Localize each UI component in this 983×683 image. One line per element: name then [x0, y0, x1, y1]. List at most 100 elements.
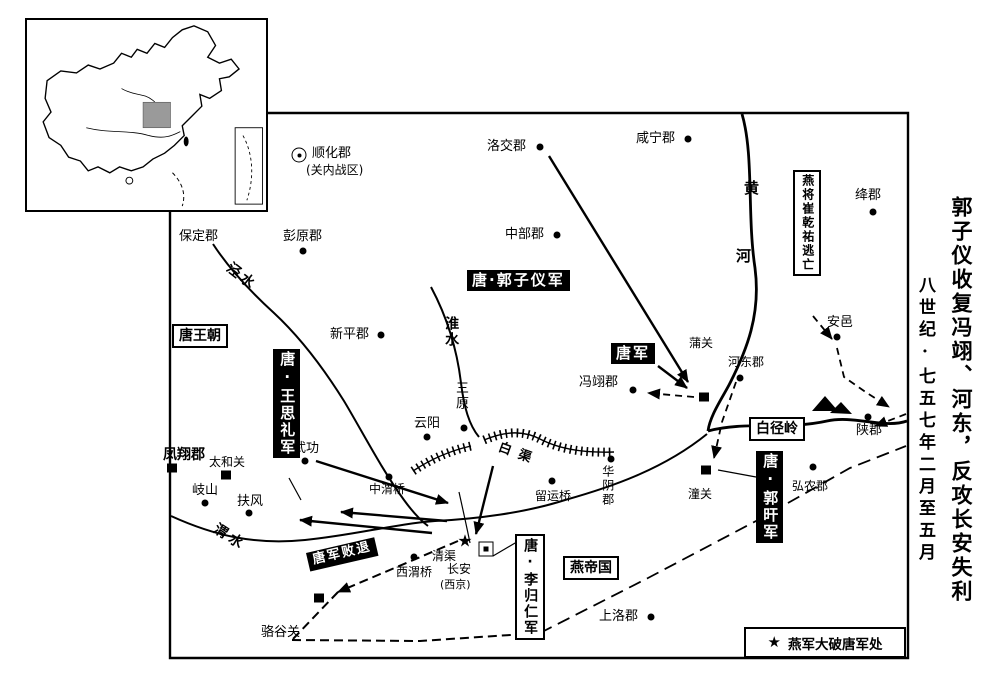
anyi-dot-marker: [833, 333, 841, 341]
yellow-river-north: [706, 113, 758, 432]
legend-label: 燕军大破唐军处: [787, 636, 883, 653]
shangluo-prefecture-dot-marker: [647, 613, 655, 621]
xianning-prefecture-dot-marker: [684, 135, 692, 143]
tang-east-advance: [315, 459, 449, 505]
jiang-prefecture-dot-marker: [869, 208, 877, 216]
zhongbu-prefecture-dot-marker: [553, 231, 561, 239]
fufeng: 扶风: [237, 494, 264, 509]
li-guiren-army-label: 唐·李归仁军: [515, 534, 546, 640]
yan-empire-region: 燕帝国: [563, 556, 619, 581]
retreat-to-luogu: [337, 540, 459, 593]
guo-gan-pointer: [717, 469, 757, 478]
fengyi-prefecture-dot-marker: [629, 386, 637, 394]
hongnong-prefecture: 弘农郡: [792, 479, 829, 493]
china-locator-inset: [25, 18, 268, 212]
wang-sili-pointer: [288, 477, 302, 501]
yellow-river-char-1: 黄: [744, 179, 760, 197]
yunyang: 云阳: [414, 416, 441, 431]
south-china-sea-inset-frame: [234, 127, 263, 205]
anyi: 安邑: [827, 315, 854, 330]
guo-gan-army-label: 唐·郭旰军: [756, 451, 784, 543]
zhongbu-prefecture: 中部郡: [505, 227, 545, 242]
baijing-ridge: 白径岭: [749, 417, 805, 442]
yunyang-dot-marker: [423, 433, 431, 441]
liuyun-bridge: 留运桥: [535, 489, 572, 503]
pu-pass: 蒲关: [689, 336, 714, 350]
huai-river-label: 淮水: [443, 316, 460, 348]
luo-river: [430, 286, 480, 438]
huayin-prefecture: 华阴郡: [600, 465, 615, 507]
pengyuan-prefecture: 彭原郡: [283, 229, 323, 244]
qingqu-stream: [458, 491, 471, 544]
shan-prefecture: 陕郡: [856, 423, 883, 438]
retreat-luogu-tail: [291, 591, 339, 641]
shangluo-prefecture: 上洛郡: [599, 609, 639, 624]
changan-label-capital-marker: [478, 541, 494, 557]
shunhua-prefecture-circled-dot-marker: [291, 147, 307, 163]
guannei-war-zone-note: (关内战区): [306, 163, 364, 177]
cui-escape-east: [836, 347, 890, 408]
jiang-prefecture: 绛郡: [855, 188, 882, 203]
hedong-to-tongguan: [711, 381, 737, 459]
wang-sili-army-label: 唐·王思礼军: [273, 349, 301, 458]
jing-river-label: 泾水: [223, 260, 260, 294]
cui-qianyou-escape-label: 燕将崔乾祐逃亡: [793, 170, 821, 276]
fengyi-advance: [647, 388, 695, 400]
retreat-west-upper: [340, 507, 448, 523]
china-outline: [42, 25, 241, 174]
luojiao-prefecture: 洛交郡: [487, 139, 527, 154]
shan-prefecture-dot-marker: [864, 413, 872, 421]
pu-pass-square-marker: [699, 392, 709, 402]
tang-dynasty-region: 唐王朝: [172, 324, 228, 349]
liuyun-bridge-dot-marker: [548, 477, 556, 485]
legend-box: ★ 燕军大破唐军处: [744, 627, 906, 658]
attack-toward-changan: [473, 465, 495, 535]
south-china-sea-inset-dash: [242, 135, 253, 201]
tang-retreat-label: 唐军败退: [306, 537, 379, 572]
middle-wei-bridge: 中渭桥: [369, 482, 406, 496]
xinping-prefecture-dot-marker: [377, 331, 385, 339]
bai-canal-east: [483, 432, 615, 453]
shunhua-prefecture: 顺化郡: [312, 146, 352, 161]
map-date: 八世纪·七五七年二月至五月: [915, 276, 935, 565]
qishan-dot-marker: [201, 499, 209, 507]
map-title: 郭子仪收复冯翊、河东，反攻长安失利: [949, 196, 974, 604]
qingqu-site: 清渠: [432, 549, 457, 563]
tong-pass-square-marker: [701, 465, 711, 475]
taihe-pass-square-marker: [221, 470, 231, 480]
sanyuan-dot-marker: [460, 424, 468, 432]
wugong-dot-marker: [301, 457, 309, 465]
tang-army-advance: [657, 365, 688, 389]
hongnong-prefecture-dot-marker: [809, 463, 817, 471]
taihe-pass: 太和关: [209, 455, 246, 469]
cui-escape-to-anyi: [812, 315, 833, 340]
bai-canal-label: 白渠: [496, 440, 541, 469]
yellow-river-char-2: 河: [736, 247, 752, 265]
tang-army-label: 唐军: [611, 343, 656, 365]
hainan-island: [125, 176, 134, 185]
shan-approach: [874, 413, 907, 427]
west-wei-bridge-dot-marker: [410, 553, 418, 561]
south-china-sea-dash-line: [172, 172, 185, 207]
luogu-pass-square-marker: [314, 593, 324, 603]
retreat-west-lower: [299, 515, 433, 535]
fengxiang-prefecture-square-marker: [167, 463, 177, 473]
pengyuan-prefecture-dot-marker: [299, 247, 307, 255]
middle-wei-bridge-dot-marker: [385, 473, 393, 481]
xianning-prefecture: 咸宁郡: [636, 131, 676, 146]
xinping-prefecture: 新平郡: [330, 327, 370, 342]
campaign-region-highlight: [142, 101, 171, 129]
jing-river: [212, 243, 429, 527]
hedong-prefecture: 河东郡: [728, 355, 765, 369]
guo-ziyi-army-label: 唐·郭子仪军: [467, 270, 570, 292]
baijing-mountains: [812, 396, 852, 414]
fengxiang-prefecture: 凤翔郡: [163, 447, 205, 463]
qingqu-site-star-marker: ★: [457, 531, 473, 552]
taiwan-island: [183, 136, 189, 147]
west-wei-bridge: 西渭桥: [396, 565, 433, 579]
guo-ziyi-advance: [547, 155, 690, 383]
changan-label: 长安: [447, 562, 472, 576]
